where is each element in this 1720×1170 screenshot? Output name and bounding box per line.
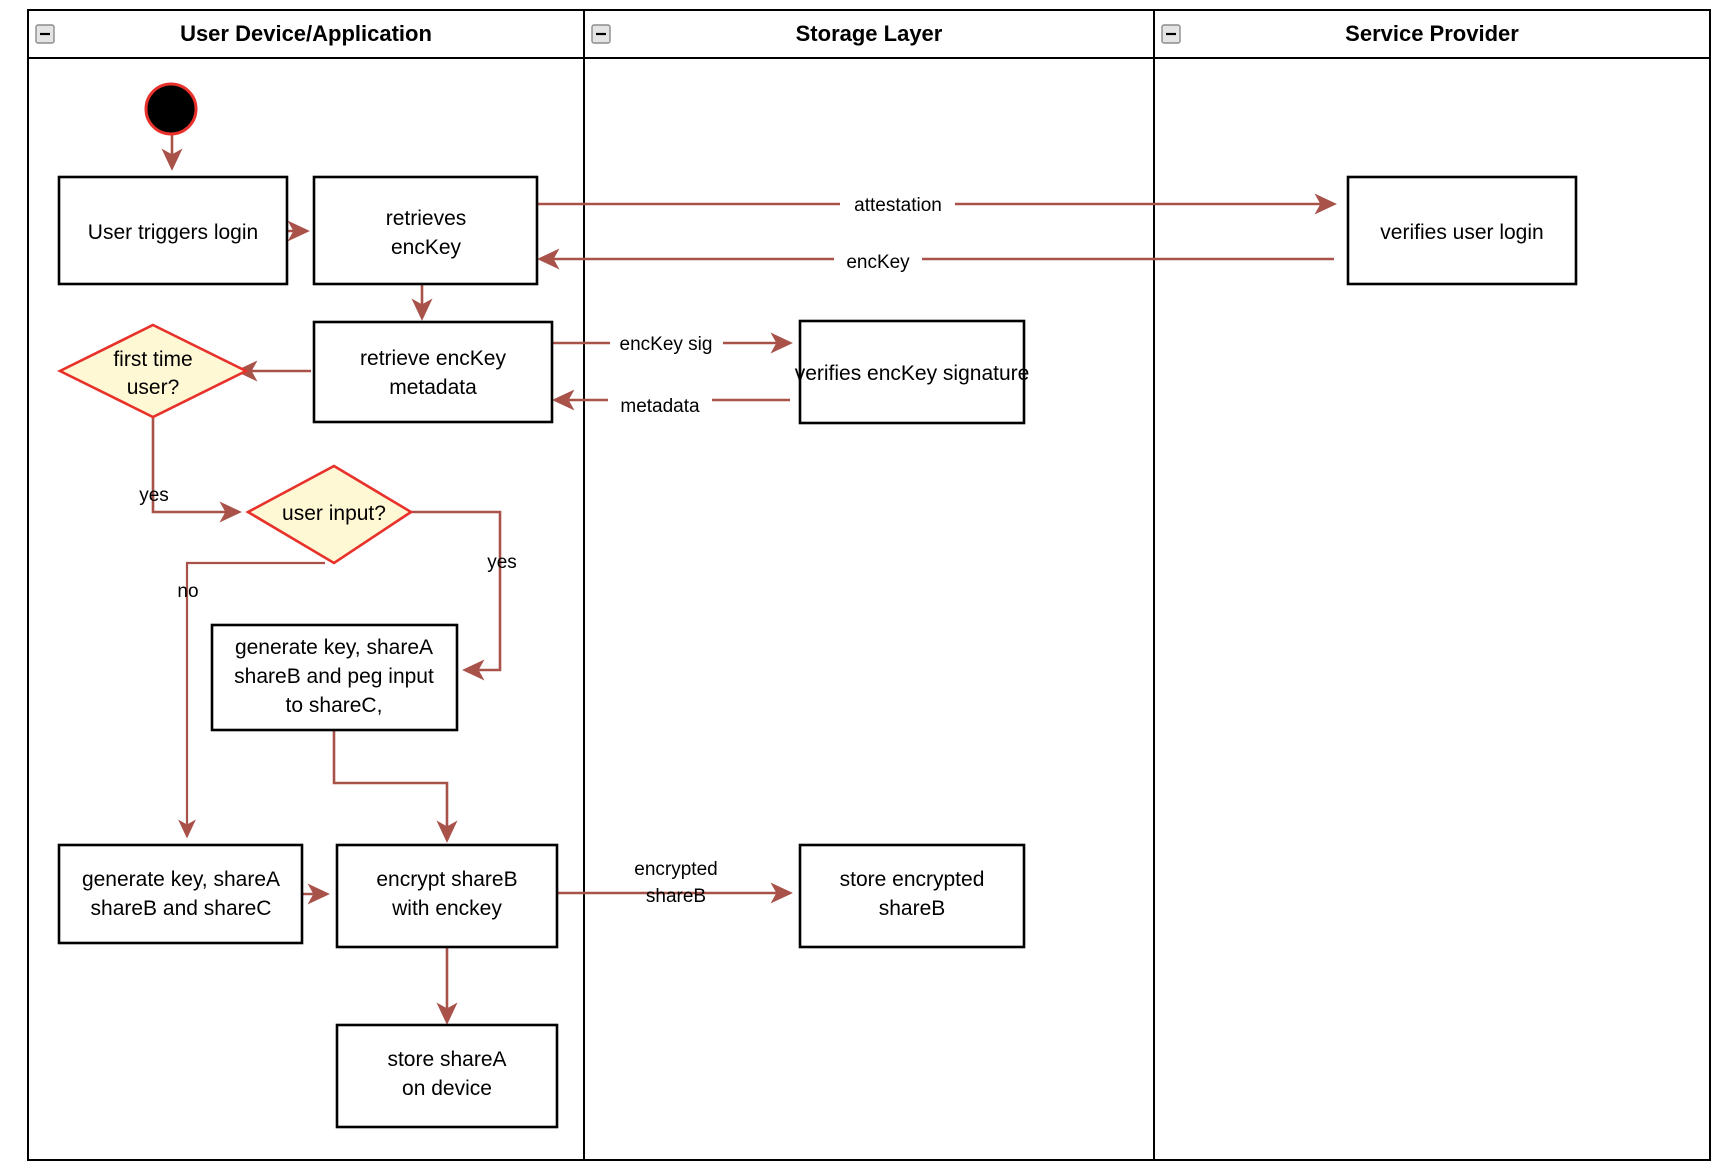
edge-label-enckey-sig: encKey sig [610, 331, 723, 356]
lane-collapse-icon-storage-layer[interactable] [591, 24, 611, 44]
lane-header-service-provider[interactable] [1153, 9, 1711, 59]
lane-title-storage-layer: Storage Layer [796, 21, 943, 46]
node-decision-user-input[interactable]: user input? [245, 464, 414, 565]
node-decision-first-time-user[interactable]: first time user? [57, 323, 249, 419]
edge-label-enckey: encKey [834, 248, 922, 273]
node-decision-first-time-user-line-2: user? [127, 376, 180, 399]
edge-label-yes-user-input: yes [487, 552, 517, 573]
node-generate-peg[interactable]: generate key, shareA shareB and peg inpu… [210, 623, 459, 732]
node-generate-abc-line-1: generate key, shareA [82, 868, 280, 891]
node-decision-first-time-user-line-1: first time [113, 348, 192, 371]
node-retrieve-enckey-metadata-line-2: metadata [389, 376, 477, 399]
edge-label-enckey-sig-text: encKey sig [620, 334, 713, 355]
node-store-sharea-line-2: on device [402, 1077, 492, 1100]
lane-collapse-icon-user-device[interactable] [35, 24, 55, 44]
node-retrieves-enckey-line-2: encKey [391, 236, 462, 259]
edge-label-metadata: metadata [608, 393, 712, 418]
edge-generate-peg-to-encrypt-shareb [332, 730, 458, 843]
edge-first-time-yes-to-user-input [151, 414, 242, 523]
edge-user-input-no-to-generate-abc [178, 561, 325, 839]
node-store-encrypted-shareb[interactable]: store encrypted shareB [798, 843, 1026, 949]
lane-title-service-provider: Service Provider [1345, 21, 1519, 46]
edge-label-encrypted-shareb: encrypted shareB [618, 856, 738, 907]
flow-edges [151, 122, 1337, 1025]
lane-header-user-device[interactable] [27, 9, 585, 59]
node-encrypt-shareb-line-1: encrypt shareB [376, 868, 517, 891]
node-store-encrypted-shareb-line-2: shareB [879, 897, 946, 920]
node-retrieve-enckey-metadata-line-1: retrieve encKey [360, 347, 506, 370]
node-generate-peg-line-2: shareB and peg input [234, 665, 434, 688]
edge-label-encrypted-shareb-line-1: encrypted [634, 859, 717, 880]
node-generate-peg-line-3: to shareC, [286, 694, 383, 717]
edge-label-metadata-text: metadata [620, 396, 700, 417]
node-store-sharea-line-1: store shareA [387, 1048, 506, 1071]
node-retrieves-enckey[interactable]: retrieves encKey [312, 175, 539, 286]
node-user-triggers-login-line-1: User triggers login [88, 221, 258, 244]
node-store-encrypted-shareb-line-1: store encrypted [840, 868, 985, 891]
edge-label-enckey-text: encKey [846, 252, 910, 273]
edge-user-input-yes-to-generate-peg [410, 510, 502, 681]
node-initial[interactable] [144, 82, 198, 136]
node-generate-abc[interactable]: generate key, shareA shareB and shareC [57, 843, 304, 945]
node-generate-peg-line-1: generate key, shareA [235, 636, 433, 659]
node-store-sharea[interactable]: store shareA on device [335, 1023, 559, 1129]
node-verifies-enckey-signature[interactable]: verifies encKey signature [795, 319, 1030, 425]
node-retrieve-enckey-metadata[interactable]: retrieve encKey metadata [312, 320, 554, 424]
node-encrypt-shareb-line-2: with enckey [391, 897, 502, 920]
node-user-triggers-login[interactable]: User triggers login [57, 175, 289, 286]
node-verifies-user-login-line-1: verifies user login [1380, 221, 1543, 244]
edge-label-attestation-text: attestation [854, 195, 942, 216]
edge-label-encrypted-shareb-line-2: shareB [646, 886, 706, 907]
edge-label-no-user-input: no [177, 581, 198, 602]
node-retrieves-enckey-line-1: retrieves [386, 207, 467, 230]
edge-label-yes-first-time: yes [139, 485, 169, 506]
lane-body-storage-layer [583, 9, 1155, 1161]
node-encrypt-shareb[interactable]: encrypt shareB with enckey [335, 843, 559, 949]
node-verifies-user-login[interactable]: verifies user login [1346, 175, 1578, 286]
lane-collapse-icon-service-provider[interactable] [1161, 24, 1181, 44]
lane-title-user-device: User Device/Application [180, 21, 432, 46]
node-generate-abc-line-2: shareB and shareC [91, 897, 272, 920]
node-verifies-enckey-signature-line-1: verifies encKey signature [795, 362, 1030, 385]
edge-label-attestation: attestation [840, 191, 955, 216]
node-decision-user-input-line-1: user input? [282, 502, 386, 525]
